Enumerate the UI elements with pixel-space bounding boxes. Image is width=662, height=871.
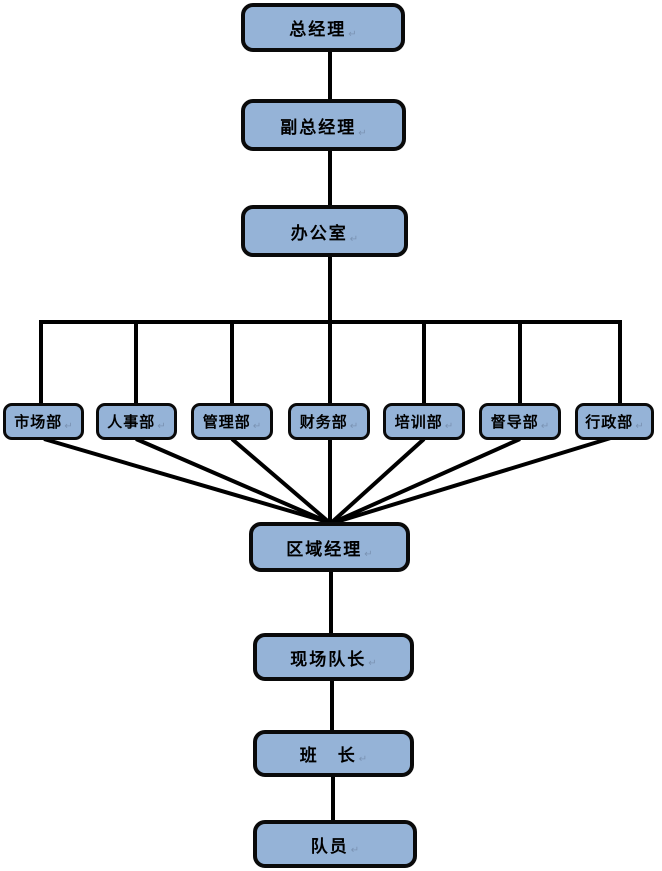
paragraph-mark-icon: ↵ [349, 234, 359, 245]
node-label: 人事部 [107, 413, 156, 431]
paragraph-mark-icon: ↵ [350, 845, 360, 856]
org-node-regional-manager: 区域经理 ↵ [249, 522, 410, 572]
paragraph-mark-icon: ↵ [540, 421, 550, 432]
node-label: 财务部 [299, 413, 348, 431]
org-node-team-member: 队员 ↵ [253, 820, 417, 868]
paragraph-mark-icon: ↵ [364, 549, 373, 560]
org-node-management-dept: 管理部 ↵ [191, 403, 273, 440]
node-label: 区域经理 [286, 539, 363, 560]
org-node-office: 办公室 ↵ [241, 205, 408, 257]
paragraph-mark-icon: ↵ [349, 421, 359, 432]
org-node-site-captain: 现场队长 ↵ [253, 633, 414, 681]
paragraph-mark-icon: ↵ [157, 421, 166, 432]
node-label: 班 长 [299, 746, 357, 766]
org-node-finance-dept: 财务部 ↵ [288, 403, 370, 440]
node-label: 现场队长 [290, 649, 367, 670]
org-node-hr-dept: 人事部 ↵ [96, 403, 177, 440]
node-label: 市场部 [14, 413, 63, 431]
paragraph-mark-icon: ↵ [348, 29, 357, 40]
paragraph-mark-icon: ↵ [358, 128, 367, 139]
paragraph-mark-icon: ↵ [635, 421, 644, 432]
org-node-marketing-dept: 市场部 ↵ [3, 403, 84, 440]
paragraph-mark-icon: ↵ [444, 421, 454, 432]
fan-management [230, 437, 332, 525]
org-node-admin-dept: 行政部 ↵ [575, 403, 654, 440]
org-node-deputy-general-manager: 副总经理 ↵ [241, 99, 406, 151]
fan-admin [332, 435, 615, 525]
paragraph-mark-icon: ↵ [358, 754, 368, 765]
node-label: 队员 [310, 836, 349, 857]
fan-hr [135, 437, 331, 525]
org-node-supervision-dept: 督导部 ↵ [479, 403, 561, 440]
node-label: 督导部 [490, 413, 539, 431]
node-label: 培训部 [394, 413, 443, 431]
paragraph-mark-icon: ↵ [368, 658, 377, 669]
paragraph-mark-icon: ↵ [64, 421, 73, 432]
fan-marketing [43, 437, 332, 525]
node-label: 总经理 [289, 20, 347, 40]
org-node-general-manager: 总经理 ↵ [241, 3, 405, 52]
org-node-squad-leader: 班 长 ↵ [253, 730, 414, 777]
node-label: 管理部 [202, 413, 251, 431]
fan-supervision [331, 437, 521, 525]
fan-training [329, 437, 426, 525]
node-label: 行政部 [585, 413, 634, 431]
node-label: 副总经理 [280, 117, 357, 138]
paragraph-mark-icon: ↵ [252, 421, 262, 432]
node-label: 办公室 [290, 223, 348, 244]
org-node-training-dept: 培训部 ↵ [383, 403, 465, 440]
